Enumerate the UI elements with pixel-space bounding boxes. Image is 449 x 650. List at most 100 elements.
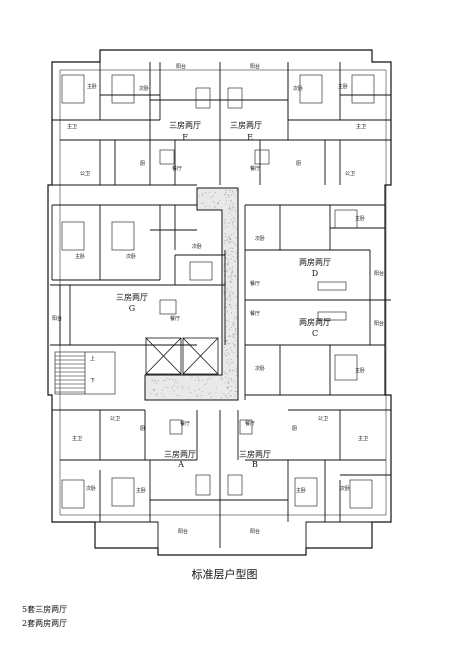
sofa: [227, 87, 243, 109]
texture-dot: [215, 387, 217, 389]
label-second-bedroom-d: 次卧: [255, 235, 265, 242]
texture-dot: [233, 203, 235, 205]
unit-c-type: 两房两厅: [299, 317, 331, 327]
texture-dot: [228, 320, 229, 322]
label-third-bedroom-g: 次卧: [192, 243, 202, 250]
texture-dot: [153, 389, 155, 391]
texture-dot: [210, 392, 211, 394]
texture-dot: [225, 252, 227, 254]
texture-dot: [223, 290, 225, 292]
texture-dot: [234, 275, 236, 277]
sofa: [189, 261, 213, 281]
texture-dot: [230, 379, 232, 381]
texture-dot: [234, 226, 236, 228]
texture-dot: [175, 379, 177, 381]
texture-dot: [163, 379, 164, 381]
texture-dot: [225, 190, 227, 192]
bed: [349, 479, 373, 509]
unit-d-type: 两房两厅: [299, 257, 331, 267]
texture-dot: [213, 206, 215, 208]
texture-dot: [200, 202, 202, 204]
texture-dot: [220, 397, 222, 399]
unit-d-letter: D: [312, 269, 318, 278]
label-guest-toilet-e: 公卫: [345, 171, 355, 177]
label-second-bedroom-e: 次卧: [293, 85, 303, 92]
texture-dot: [233, 336, 235, 338]
texture-dot: [155, 380, 157, 382]
texture-dot: [227, 195, 229, 197]
texture-dot: [198, 380, 200, 382]
texture-dot: [227, 254, 229, 256]
texture-dot: [235, 333, 237, 335]
texture-dot: [225, 326, 227, 328]
room-labels: 阳台 阳台 主卧 次卧 次卧 主卧 主卫 主卫 公卫 公卫 厨 厨 餐厅 餐厅 …: [52, 63, 384, 535]
texture-dot: [230, 247, 232, 249]
label-master-bedroom-g: 主卧: [75, 253, 85, 260]
texture-dot: [232, 334, 234, 336]
label-master-bedroom-b: 主卧: [296, 487, 306, 494]
texture-dot: [223, 227, 225, 229]
texture-dot: [234, 344, 236, 346]
sofa: [195, 87, 211, 109]
texture-dot: [229, 207, 231, 209]
texture-dot: [155, 383, 157, 384]
texture-dot: [235, 330, 237, 332]
texture-dot: [235, 391, 237, 393]
texture-dot: [226, 240, 228, 242]
texture-dot: [226, 307, 228, 309]
label-dining-a: 餐厅: [180, 420, 190, 427]
texture-dot: [230, 239, 232, 241]
bed: [111, 74, 135, 104]
texture-dot: [233, 333, 235, 335]
texture-dot: [232, 251, 234, 252]
texture-dot: [171, 387, 173, 389]
texture-dot: [228, 343, 230, 345]
texture-dot: [229, 222, 231, 224]
texture-dot: [232, 192, 234, 194]
texture-dot: [232, 247, 234, 249]
drawing-caption: 标准层户型图: [191, 568, 258, 581]
texture-dot: [207, 379, 209, 381]
texture-dot: [230, 277, 232, 279]
texture-dot: [228, 212, 230, 214]
texture-dot: [228, 354, 230, 355]
texture-dot: [235, 368, 237, 370]
texture-dot: [225, 350, 227, 352]
texture-dot: [231, 269, 233, 271]
texture-dot: [232, 224, 234, 226]
label-second-bedroom-f: 次卧: [139, 85, 149, 92]
texture-dot: [230, 378, 232, 379]
texture-dot: [225, 355, 227, 357]
texture-dot: [224, 382, 226, 384]
texture-dot: [224, 242, 226, 244]
texture-dot: [226, 362, 228, 364]
texture-dot: [232, 256, 234, 257]
texture-dot: [232, 322, 234, 324]
dining-table: [239, 419, 253, 435]
unit-labels: 三房两厅 F 三房两厅 E 两房两厅 D 三房两厅 G 两房两厅 C 三房两厅 …: [116, 120, 331, 469]
texture-dot: [230, 347, 232, 349]
stairwell: [54, 351, 116, 395]
texture-dot: [223, 353, 225, 354]
texture-dot: [231, 349, 233, 351]
texture-dot: [232, 191, 233, 193]
texture-dot: [232, 221, 234, 223]
texture-dot: [210, 396, 212, 398]
texture-dot: [223, 221, 225, 223]
texture-dot: [232, 270, 233, 272]
texture-dot: [149, 393, 151, 394]
texture-dot: [228, 276, 229, 278]
texture-dot: [232, 342, 234, 344]
label-dining-g: 餐厅: [170, 315, 180, 322]
texture-dot: [228, 335, 229, 337]
furniture: [61, 74, 375, 509]
texture-dot: [225, 376, 227, 378]
texture-dot: [182, 387, 184, 389]
texture-dot: [197, 376, 199, 378]
texture-dot: [235, 257, 237, 259]
texture-dot: [156, 393, 158, 395]
texture-dot: [205, 206, 207, 208]
texture-dot: [231, 266, 233, 268]
texture-dot: [228, 237, 229, 239]
texture-dot: [235, 339, 236, 341]
